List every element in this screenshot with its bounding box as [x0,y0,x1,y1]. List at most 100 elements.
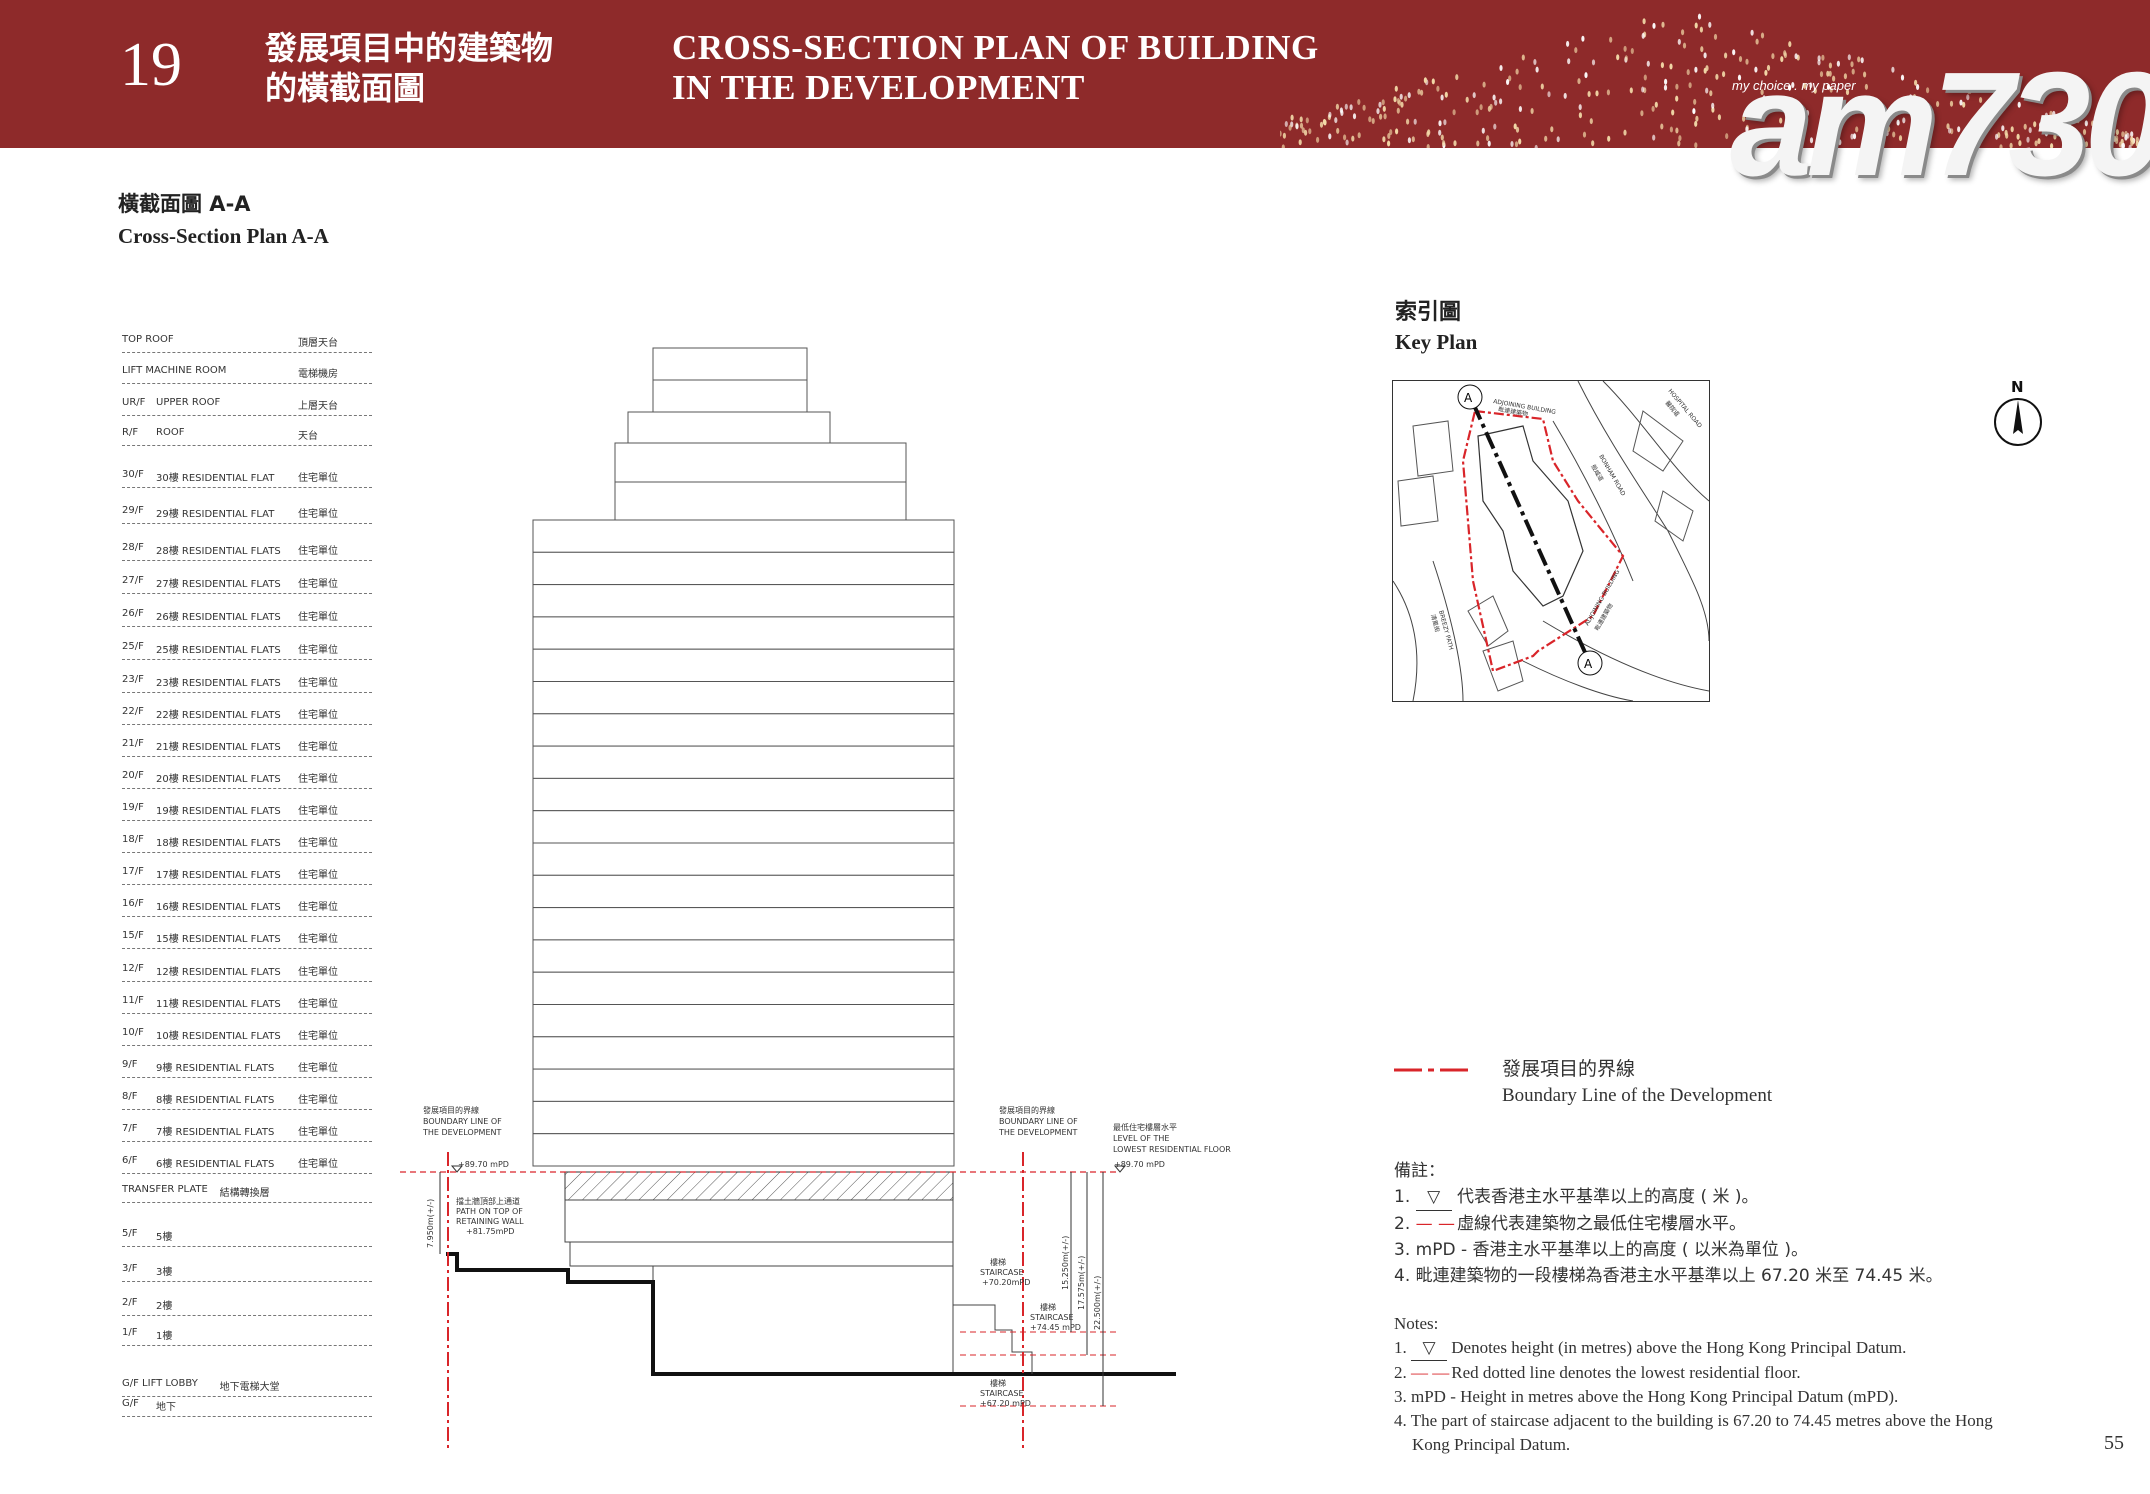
floor-label: 1樓 [156,1331,173,1342]
svg-text:樓梯: 樓梯 [990,1257,1006,1267]
floor-code: 1/F [122,1327,138,1338]
notes-zh-item: 3. mPD - 香港主水平基準以上的高度 ( 以米為單位 )。 [1394,1240,1808,1260]
legend-label-zh: 發展項目的界線 [1502,1058,1636,1080]
floor-code: 22/F [122,706,144,717]
floor-label: 21樓 RESIDENTIAL FLATS [156,742,281,753]
residential-floor-block [532,584,955,618]
svg-text:STAIRCASE: STAIRCASE [980,1389,1024,1398]
floor-label-zh: 住宅單位 [298,710,338,721]
floor-label-row: 10/F 10樓 RESIDENTIAL FLATS 住宅單位 [122,1027,372,1046]
floor-label: 25樓 RESIDENTIAL FLATS [156,645,281,656]
floor-label: 17樓 RESIDENTIAL FLATS [156,870,281,881]
notes-en-item: 4. The part of staircase adjacent to the… [1394,1411,1993,1430]
floor-code: TOP ROOF [122,334,174,345]
floor-code: 15/F [122,930,144,941]
svg-text:BOUNDARY LINE OF: BOUNDARY LINE OF [423,1117,502,1126]
svg-text:THE DEVELOPMENT: THE DEVELOPMENT [998,1128,1077,1137]
floor-label-zh: 天台 [298,431,318,442]
staircase-steps [953,1304,1033,1374]
floor-label-zh: 住宅單位 [298,1031,338,1042]
floor-label-row: 1/F 1樓 [122,1327,372,1346]
header-banner: 19 發展項目中的建築物 的橫截面圖 CROSS-SECTION PLAN OF… [0,0,2150,148]
dim-label-left: 7.950m(+/-) [426,1199,435,1248]
floor-label: 20樓 RESIDENTIAL FLATS [156,774,281,785]
floor-label: ROOF [156,427,185,438]
staircase-annotation-2: 樓梯 STAIRCASE +74.45 mPD [1030,1302,1081,1332]
residential-floor-block [532,874,955,909]
floor-code: 25/F [122,641,144,652]
floor-code: 18/F [122,834,144,845]
svg-text:+70.20mPD: +70.20mPD [982,1278,1030,1287]
key-plan-building [1477,425,1584,607]
residential-floor-block [532,519,955,553]
residential-floor-block [532,907,955,941]
floor-code: TRANSFER PLATE [122,1184,208,1195]
chapter-number: 19 [120,31,182,99]
floor-code: 7/F [122,1123,138,1134]
svg-text:最低住宅樓層水平: 最低住宅樓層水平 [1113,1122,1177,1132]
floor-30-block [614,481,907,521]
notes-zh-heading: 備註： [1394,1161,1445,1181]
section-title-en: Cross-Section Plan A-A [118,224,329,248]
floor-label-zh: 住宅單位 [298,1127,338,1138]
floor-label: 19樓 RESIDENTIAL FLATS [156,806,281,817]
residential-floor-block [532,681,955,715]
floor-label-zh: 住宅單位 [298,742,338,753]
staircase-annotation-3: 樓梯 STAIRCASE +67.20 mPD [980,1378,1031,1408]
svg-text:PATH ON TOP OF: PATH ON TOP OF [456,1207,523,1216]
svg-text:THE DEVELOPMENT: THE DEVELOPMENT [422,1128,501,1137]
residential-floor-block [532,1036,955,1070]
floor-label: 23樓 RESIDENTIAL FLATS [156,678,281,689]
svg-text:樓梯: 樓梯 [1040,1302,1056,1312]
upper-roof-block [627,411,831,444]
residential-floor-block [532,1068,955,1102]
floor-label: UPPER ROOF [156,397,221,408]
floor-code: 10/F [122,1027,144,1038]
north-arrow-icon: N [1994,378,2042,446]
floor-label-zh: 電梯機房 [298,369,338,380]
staircase-annotation-1: 樓梯 STAIRCASE +70.20mPD [980,1257,1030,1287]
floor-label: 結構轉換層 [219,1188,270,1199]
floor-label: 10樓 RESIDENTIAL FLATS [156,1031,281,1042]
notes-zh-item: 1. ▽ 代表香港主水平基準以上的高度 ( 米 )。 [1394,1184,1943,1211]
floor-label-zh: 住宅單位 [298,838,338,849]
floor-code: 28/F [122,542,144,553]
floor-code: 30/F [122,469,144,480]
retaining-wall-annotation: 擋土牆頂部上通道 PATH ON TOP OF RETAINING WALL +… [456,1196,524,1236]
residential-floor-block [532,939,955,973]
podium-base [652,1265,954,1375]
residential-floor-block [532,616,955,650]
boundary-legend-line [1394,1068,1472,1072]
floor-label: 22樓 RESIDENTIAL FLATS [156,710,281,721]
dim-label-1: 15.250m(+/-) [1061,1236,1070,1290]
legend-label-en: Boundary Line of the Development [1502,1085,1773,1106]
ground-profile-line [446,1252,1176,1376]
floor-code: R/F [122,427,139,438]
floor-code: G/F [122,1398,139,1409]
boundary-annotation-left: 發展項目的界線 BOUNDARY LINE OF THE DEVELOPMENT [422,1105,502,1137]
floor-label: 15樓 RESIDENTIAL FLATS [156,934,281,945]
svg-text:RETAINING WALL: RETAINING WALL [456,1217,524,1226]
notes-zh-item: 4. 毗連建築物的一段樓梯為香港主水平基準以上 67.20 米至 74.45 米… [1394,1266,1943,1286]
section-title-zh: 橫截面圖 A-A [118,192,251,216]
floor-label-zh: 住宅單位 [298,579,338,590]
level-label-left: +89.70 mPD [458,1160,509,1169]
floor-code: G/F LIFT LOBBY [122,1378,198,1389]
title-zh: 發展項目中的建築物 的橫截面圖 [265,28,553,108]
notes-en-item: 1. ▽ Denotes height (in metres) above th… [1394,1336,1993,1361]
